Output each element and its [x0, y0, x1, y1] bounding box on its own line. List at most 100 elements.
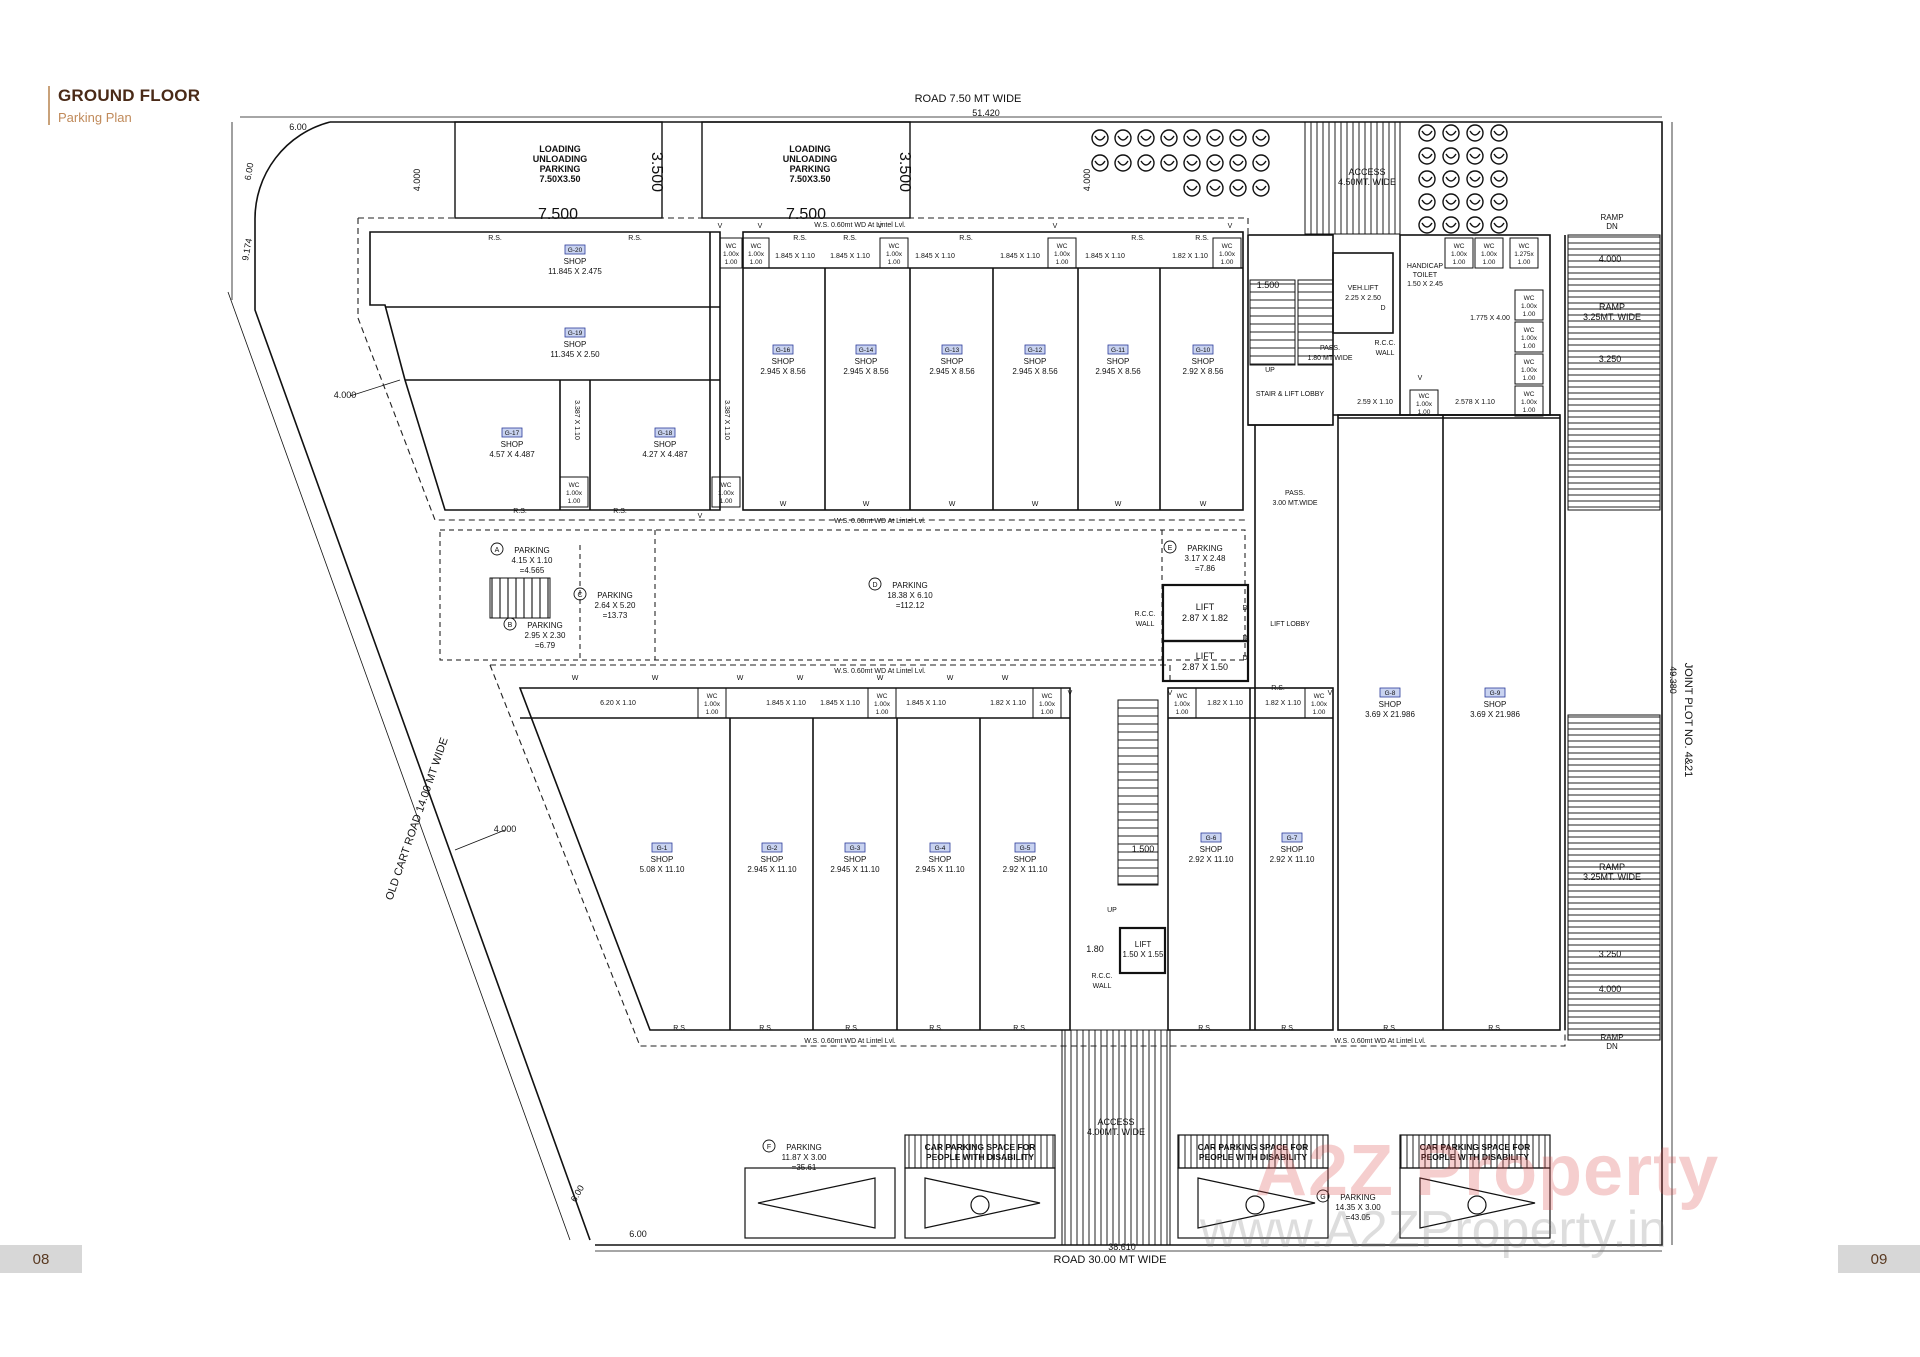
- parking-letter: D: [872, 582, 877, 589]
- ramp-2-l1: RAMP: [1599, 302, 1625, 312]
- parking-area: =35.61: [792, 1163, 817, 1172]
- page-number-left: 08: [0, 1245, 82, 1273]
- access-bottom-l2: 4.00MT. WIDE: [1087, 1127, 1145, 1137]
- dim-4000-a: 4.000: [334, 390, 357, 400]
- svg-text:1.00x: 1.00x: [704, 701, 721, 708]
- passage-dim-0: 1.845 X 1.10: [775, 253, 815, 260]
- dim-3500-b: 3.500: [896, 152, 913, 192]
- shop-code: G-16: [776, 347, 791, 354]
- svg-text:WC: WC: [1484, 243, 1495, 250]
- svg-text:W: W: [737, 675, 744, 682]
- dimension-texts: 6.00 6.00 9.174 4.000 4.000 4.000 4.000 …: [240, 122, 1621, 1239]
- svg-text:1.00x: 1.00x: [1481, 251, 1498, 258]
- tree-icon: [1466, 147, 1484, 165]
- note-pass2: PASS.: [1285, 490, 1305, 497]
- shop-label: SHOP: [654, 440, 677, 449]
- parking-area: =4.565: [520, 566, 545, 575]
- note-ws-top: W.S. 0.60mt WD At Lintel Lvl.: [814, 222, 905, 229]
- disabled-caption-1a: CAR PARKING SPACE FOR: [925, 1142, 1036, 1152]
- shop-dim: 2.92 X 11.10: [1003, 865, 1048, 874]
- note-pass2b: 3.00 MT.WIDE: [1272, 500, 1317, 507]
- svg-text:WC: WC: [726, 243, 737, 250]
- svg-text:1.00x: 1.00x: [1416, 401, 1433, 408]
- svg-text:1.00x: 1.00x: [1521, 335, 1538, 342]
- svg-text:R.S.: R.S.: [1271, 685, 1285, 692]
- watermark-brand: A2Z Property: [1255, 1131, 1720, 1211]
- dim-4000-b: 4.000: [494, 824, 517, 834]
- shop-code: G-1: [657, 845, 668, 852]
- shop-label: SHOP: [844, 855, 867, 864]
- shop-code: G-17: [505, 430, 520, 437]
- svg-text:1.00: 1.00: [1483, 259, 1496, 266]
- note-handicap: HANDICAP: [1407, 263, 1444, 270]
- tree-icon: [1183, 129, 1201, 147]
- shop-dim: 4.27 X 4.487: [642, 450, 688, 459]
- wc-cubicles: [559, 237, 1544, 719]
- svg-text:1.00x: 1.00x: [886, 251, 903, 258]
- dim-4000-d: 4.000: [1082, 169, 1092, 192]
- svg-text:1.00x: 1.00x: [718, 490, 735, 497]
- tree-icon: [1418, 124, 1436, 142]
- note-ws-bottom2: W.S. 0.60mt WD At Lintel Lvl.: [1334, 1038, 1425, 1045]
- passage-dim-16: 3.387 X 1.10: [723, 400, 730, 440]
- shop-dim: 2.945 X 8.56: [843, 367, 889, 376]
- page-number-right: 09: [1838, 1245, 1920, 1273]
- svg-text:1.00: 1.00: [720, 498, 733, 505]
- svg-text:1.00: 1.00: [1523, 375, 1536, 382]
- tree-icon: [1442, 170, 1460, 188]
- parking-dim: 18.38 X 6.10: [887, 591, 933, 600]
- svg-text:V: V: [1168, 690, 1173, 697]
- svg-text:1.00: 1.00: [1523, 343, 1536, 350]
- dim-600-top: 6.00: [289, 122, 307, 132]
- svg-text:W: W: [863, 501, 870, 508]
- note-ws-bottom: W.S. 0.60mt WD At Lintel Lvl.: [804, 1038, 895, 1045]
- disabled-caption-2b: PEOPLE WITH DISABILITY: [1199, 1152, 1307, 1162]
- svg-text:1.00: 1.00: [1056, 259, 1069, 266]
- access-labels: ACCESS 4.50MT. WIDE ACCESS 4.00MT. WIDE …: [1087, 167, 1641, 1137]
- parking-area: =43.05: [1346, 1213, 1371, 1222]
- passage-dim-5: 1.82 X 1.10: [1172, 253, 1208, 260]
- wc-labels: WC1.00x1.00WC1.00x1.00WC1.00x1.00WC1.00x…: [566, 243, 1538, 716]
- dim-9174: 9.174: [240, 238, 254, 262]
- loading-1-l3: PARKING: [540, 164, 581, 174]
- svg-text:1.275x: 1.275x: [1514, 251, 1534, 258]
- svg-text:WC: WC: [721, 482, 732, 489]
- svg-text:1.00: 1.00: [750, 259, 763, 266]
- staircases: [489, 279, 1334, 975]
- passage-dim-11: 1.82 X 1.10: [1207, 700, 1243, 707]
- dim-7500-a: 7.500: [538, 206, 578, 223]
- note-wall-2: WALL: [1136, 621, 1155, 628]
- road-bottom-label: ROAD 30.00 MT WIDE: [1054, 1254, 1167, 1266]
- tree-icon: [1418, 147, 1436, 165]
- shop-code: G-3: [850, 845, 861, 852]
- ramp-3-l1: RAMP: [1599, 862, 1625, 872]
- parking-label: PARKING: [527, 621, 562, 630]
- parking-dim: 4.15 X 1.10: [512, 556, 553, 565]
- svg-text:1.00x: 1.00x: [1054, 251, 1071, 258]
- shop-code: G-2: [767, 845, 778, 852]
- note-up2: UP: [1107, 907, 1117, 914]
- tree-symbols: [1091, 124, 1508, 234]
- loading-2-l4: 7.50X3.50: [789, 174, 830, 184]
- road-right-label: JOINT PLOT NO. 4&21: [1682, 663, 1694, 778]
- parking-letter: A: [495, 547, 500, 554]
- shop-label: SHOP: [501, 440, 524, 449]
- svg-text:1.00x: 1.00x: [566, 490, 583, 497]
- parking-dim: 2.95 X 2.30: [525, 631, 566, 640]
- svg-text:V: V: [878, 223, 883, 230]
- ramp-1-l1: RAMP: [1600, 213, 1623, 222]
- dim-1500b: 1.500: [1132, 844, 1155, 854]
- svg-text:R.S.: R.S.: [929, 1025, 943, 1032]
